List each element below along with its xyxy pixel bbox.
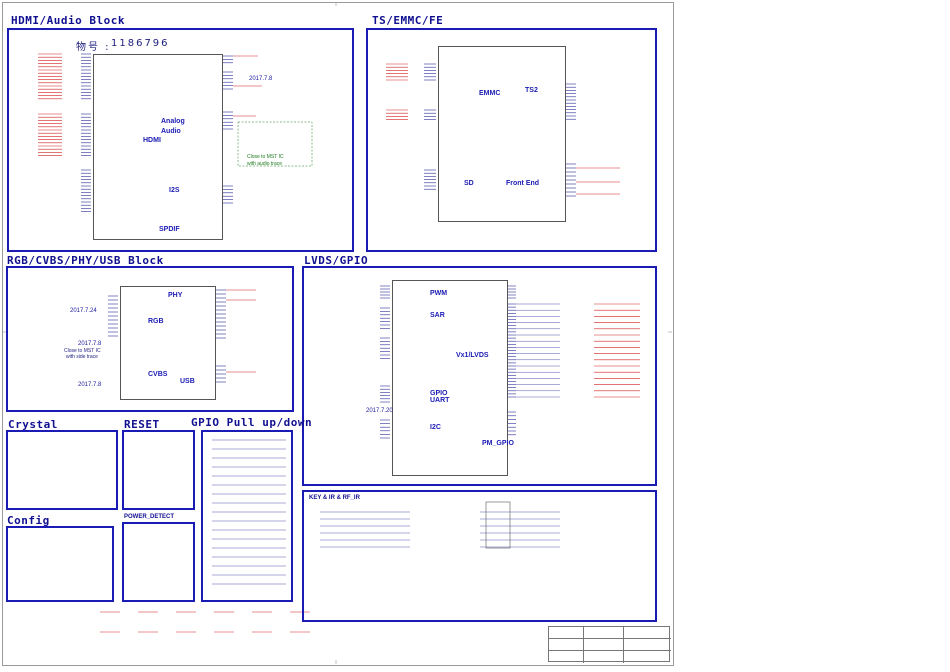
- emmc-label: EMMC: [479, 90, 501, 97]
- ts2-label: TS2: [525, 87, 538, 94]
- phy-label: PHY: [168, 292, 183, 299]
- reset-block-title: RESET: [124, 418, 160, 431]
- vx1-lvds-label: Vx1/LVDS: [456, 352, 489, 359]
- cvbs-label: CVBS: [148, 371, 168, 378]
- i2s-label: I2S: [169, 187, 180, 194]
- gpio-pull-block-title: GPIO Pull up/down: [191, 416, 313, 429]
- i2c-label: I2C: [430, 424, 441, 431]
- hdmi-green-note-1: Close to MST IC: [247, 154, 284, 160]
- key-ir-rf-block: KEY & IR & RF_IR: [302, 490, 657, 622]
- hdmi-green-note-2: with audio trace: [247, 161, 283, 167]
- rgb-note-1: Close to MST IC: [64, 348, 101, 354]
- lvds-gpio-chip: [392, 280, 508, 476]
- gpio-label: GPIO: [430, 390, 448, 397]
- title-block-row-1: [549, 627, 671, 639]
- ts-emmc-fe-block: EMMC TS2 SD Front End: [366, 28, 657, 252]
- rgb-cvbs-block-title: RGB/CVBS/PHY/USB Block: [7, 254, 164, 267]
- front-end-label: Front End: [506, 180, 540, 187]
- rgb-note-2: with side trace: [66, 354, 98, 360]
- hdmi-audio-block-title: HDMI/Audio Block: [11, 14, 125, 27]
- rgb-date-note-2: 2017.7.8: [78, 341, 102, 347]
- crystal-block: [6, 430, 118, 510]
- rgb-date-note-3: 2017.7.8: [78, 382, 102, 388]
- title-block: [548, 626, 671, 663]
- rgb-label: RGB: [148, 318, 164, 325]
- lvds-date-note: 2017.7.20: [366, 408, 393, 414]
- material-number-label: 物号 :: [76, 42, 111, 53]
- key-ir-rf-title: KEY & IR & RF_IR: [309, 495, 360, 501]
- audio-label: Audio: [161, 128, 181, 135]
- usb-label: USB: [180, 378, 195, 385]
- rgb-cvbs-chip: [120, 286, 216, 400]
- hdmi-label: HDMI: [143, 137, 161, 144]
- power-detect-block: [122, 522, 195, 602]
- analog-label: Analog: [161, 118, 185, 125]
- sar-label: SAR: [430, 312, 445, 319]
- config-block-title: Config: [7, 514, 50, 527]
- lvds-gpio-block: PWM SAR Vx1/LVDS GPIO UART I2C PM_GPIO 2…: [302, 266, 657, 486]
- pm-gpio-label: PM_GPIO: [482, 440, 514, 447]
- title-block-divider-2: [623, 627, 624, 663]
- ts-emmc-fe-block-title: TS/EMMC/FE: [372, 14, 444, 27]
- hdmi-date-note: 2017.7.8: [249, 76, 273, 82]
- uart-label: UART: [430, 397, 450, 404]
- sd-label: SD: [464, 180, 474, 187]
- pwm-label: PWM: [430, 290, 448, 297]
- material-number: 1186796: [111, 38, 170, 49]
- rgb-date-note-1: 2017.7.24: [70, 308, 97, 314]
- hdmi-audio-block: Analog Audio HDMI I2S SPDIF 2017.7.8 Clo…: [7, 28, 354, 252]
- hdmi-audio-chip: [93, 54, 223, 240]
- power-detect-title: POWER_DETECT: [124, 514, 175, 520]
- spdif-label: SPDIF: [159, 226, 180, 233]
- crystal-block-title: Crystal: [8, 418, 58, 431]
- title-block-row-2: [549, 639, 671, 651]
- emmc-fe-chip: [438, 46, 566, 222]
- gpio-pull-block: [201, 430, 293, 602]
- config-block: [6, 526, 114, 602]
- lvds-gpio-block-title: LVDS/GPIO: [304, 254, 369, 267]
- drawing-frame: [2, 2, 674, 666]
- reset-block: [122, 430, 195, 510]
- title-block-divider-1: [583, 627, 584, 663]
- rgb-cvbs-block: PHY RGB CVBS USB 2017.7.24 2017.7.8 2017…: [6, 266, 294, 412]
